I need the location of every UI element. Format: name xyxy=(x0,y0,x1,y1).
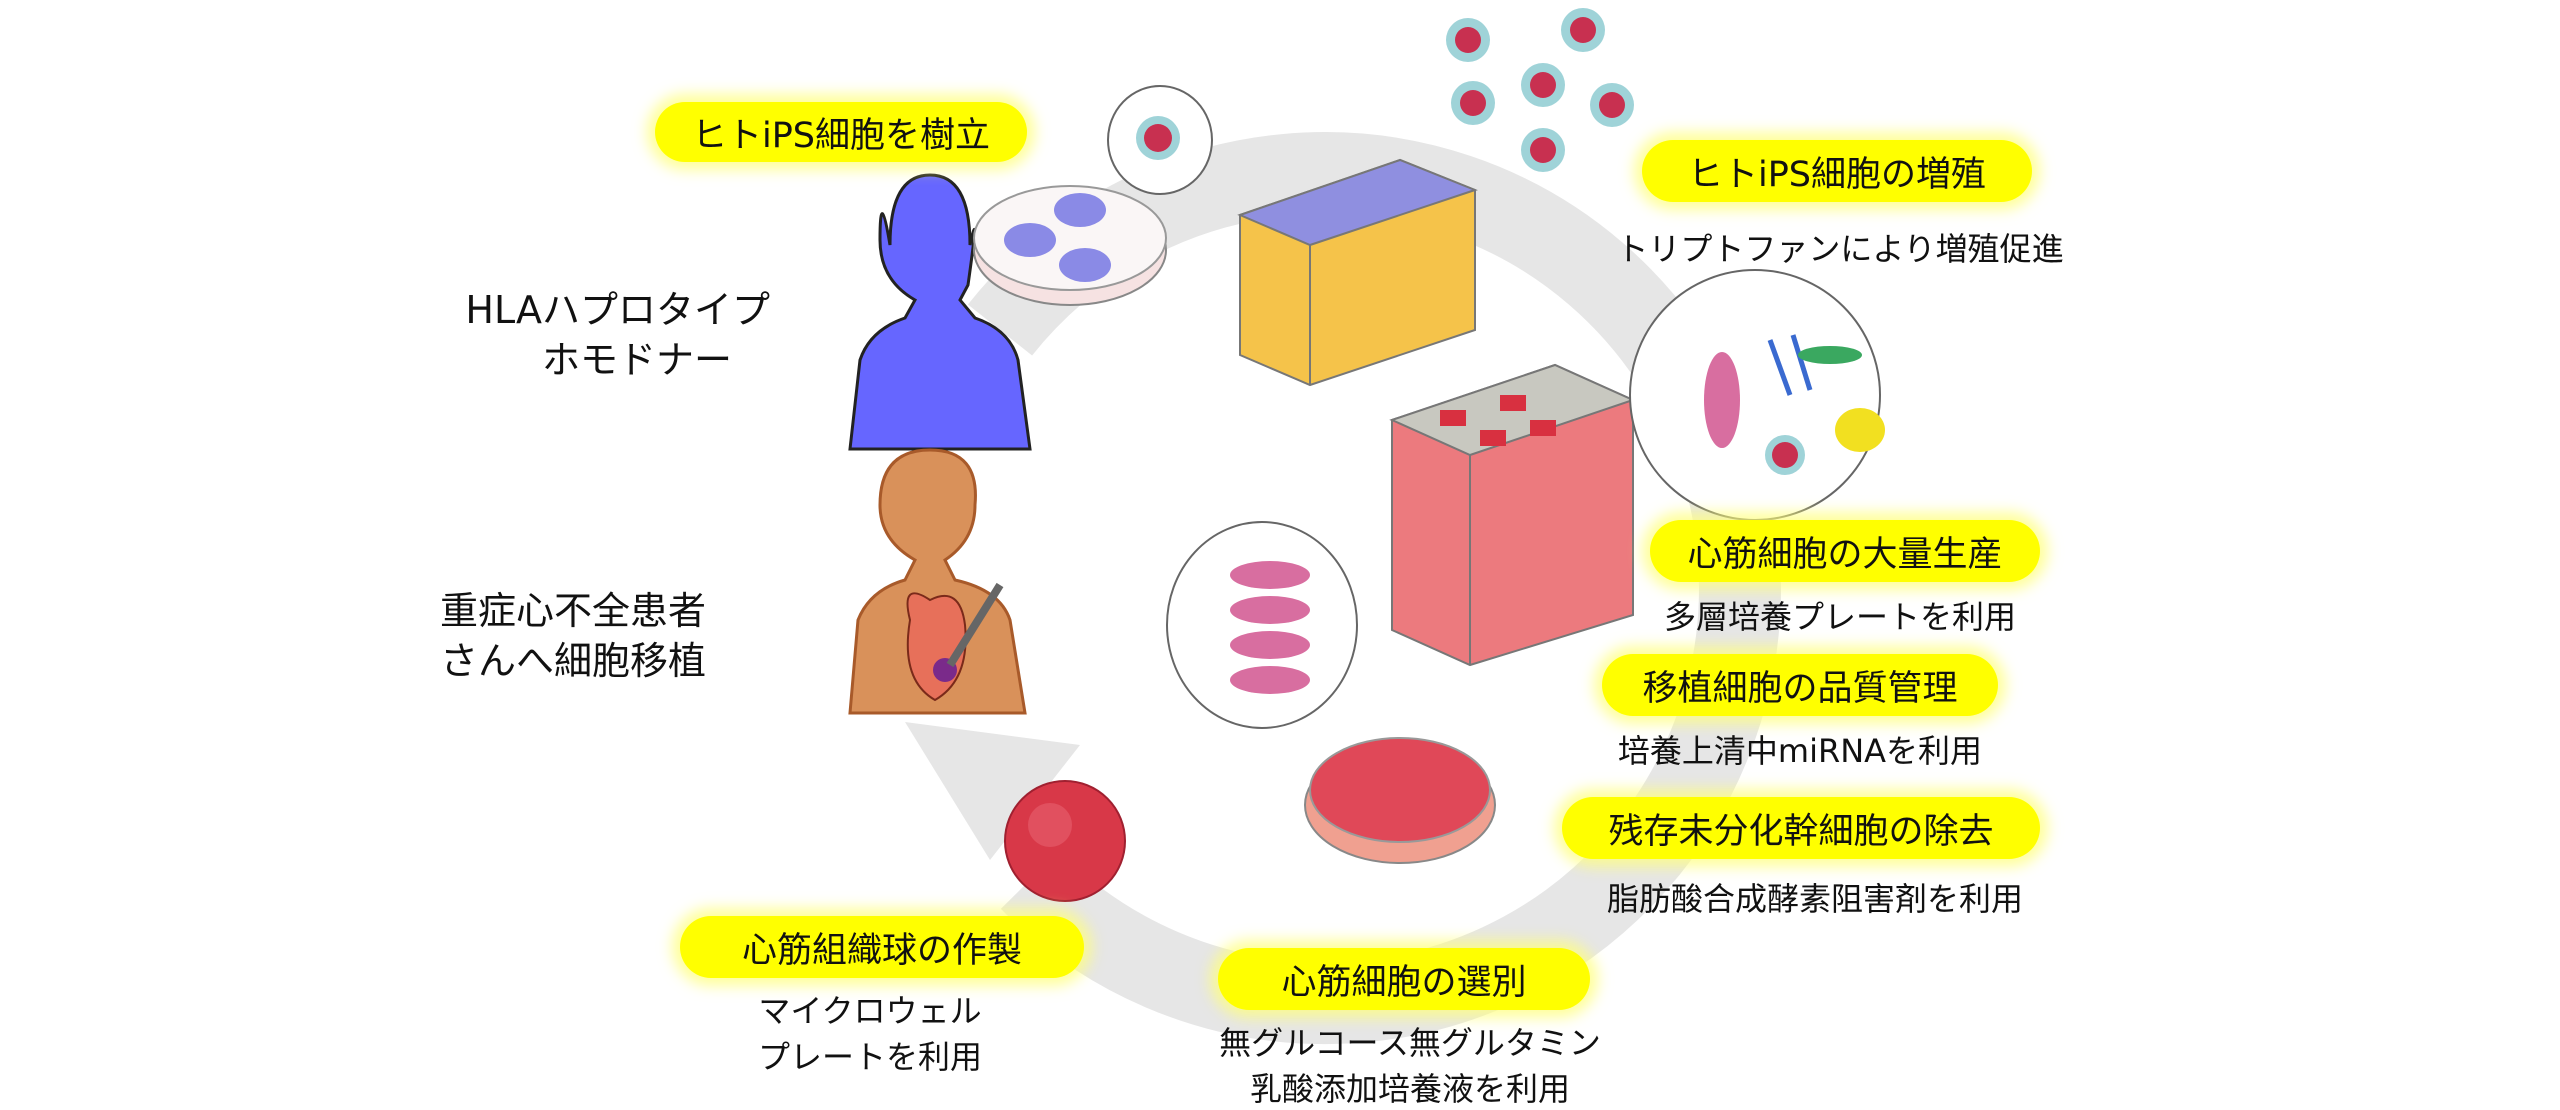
donor-label: HLAハプロタイプ ホモドナー xyxy=(460,285,770,385)
step-remove-label: 残存未分化幹細胞の除去 xyxy=(1562,797,2040,859)
ips-colony-dish xyxy=(973,185,1167,306)
cardiomyocyte-bubble xyxy=(1166,521,1358,729)
step-establish-label: ヒトiPS細胞を樹立 xyxy=(655,102,1027,162)
ips-cell-bubble xyxy=(1107,85,1213,195)
patient-label-line1: 重症心不全患者 xyxy=(440,589,707,633)
step-select-note: 無グルコース無グルタミン 乳酸添加培養液を利用 xyxy=(1180,1020,1640,1110)
donor-label-line2: ホモドナー xyxy=(541,338,732,382)
patient-label: 重症心不全患者 さんへ細胞移植 xyxy=(440,586,765,686)
step-qc-note: 培養上清中miRNAを利用 xyxy=(1617,732,1983,770)
step-mass-label: 心筋細胞の大量生産 xyxy=(1650,520,2040,582)
step-qc-label: 移植細胞の品質管理 xyxy=(1602,654,1998,716)
step-select-label: 心筋細胞の選別 xyxy=(1218,948,1590,1010)
patient-label-line2: さんへ細胞移植 xyxy=(440,639,707,683)
step-sphere-label: 心筋組織球の作製 xyxy=(680,916,1084,978)
cardiac-sphere xyxy=(1004,780,1126,902)
multilayer-plate-expansion xyxy=(1237,158,1478,387)
step-expand-note: トリプトファンにより増殖促進 xyxy=(1616,230,2064,268)
step-sphere-note: マイクロウェル プレートを利用 xyxy=(720,988,1020,1080)
step-select-note-line1: 無グルコース無グルタミン xyxy=(1219,1024,1601,1062)
step-select-note-line2: 乳酸添加培養液を利用 xyxy=(1249,1070,1570,1108)
step-remove-note: 脂肪酸合成酵素阻害剤を利用 xyxy=(1606,880,2023,918)
cardiomyocyte-dish xyxy=(1304,737,1496,864)
step-mass-note: 多層培養プレートを利用 xyxy=(1663,598,2016,636)
differentiated-cells-bubble xyxy=(1629,269,1885,521)
donor-figure xyxy=(848,173,1032,451)
step-expand-label: ヒトiPS細胞の増殖 xyxy=(1642,140,2032,202)
syringe-icon xyxy=(946,582,1004,668)
multilayer-plate-cardio xyxy=(1389,363,1636,667)
patient-figure xyxy=(848,448,1027,715)
donor-label-line1: HLAハプロタイプ xyxy=(465,288,770,332)
step-sphere-note-line1: マイクロウェル xyxy=(758,992,982,1030)
step-sphere-note-line2: プレートを利用 xyxy=(757,1038,982,1076)
